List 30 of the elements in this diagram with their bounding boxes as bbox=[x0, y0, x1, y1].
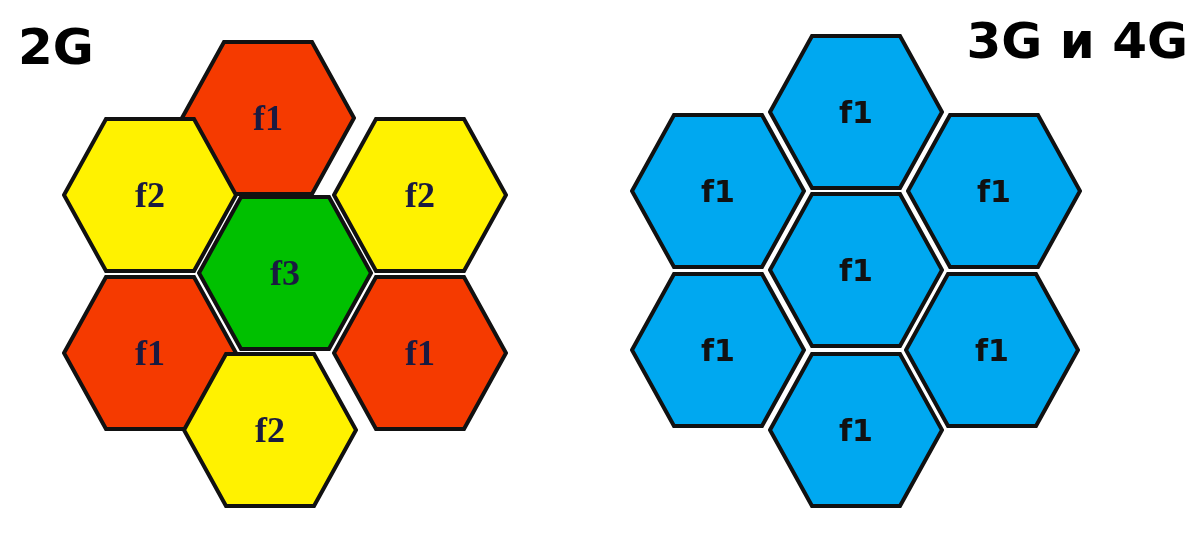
frequency-label: f1 bbox=[839, 252, 873, 288]
frequency-label: f1 bbox=[701, 332, 735, 368]
frequency-label: f1 bbox=[405, 332, 435, 374]
network-generation-title: 2G bbox=[18, 18, 94, 76]
frequency-label: f1 bbox=[839, 412, 873, 448]
frequency-label: f2 bbox=[135, 174, 165, 216]
hexagon-cell bbox=[768, 34, 944, 190]
frequency-label: f2 bbox=[405, 174, 435, 216]
hexagon-cell bbox=[630, 113, 806, 269]
hexagon-cell bbox=[62, 117, 238, 273]
hexagon-cell bbox=[182, 352, 358, 508]
hexagon-cell bbox=[630, 272, 806, 428]
hexagon-cell bbox=[332, 117, 508, 273]
frequency-label: f1 bbox=[701, 173, 735, 209]
frequency-label: f1 bbox=[975, 332, 1009, 368]
network-generation-title: 3G и 4G bbox=[966, 12, 1188, 70]
frequency-label: f1 bbox=[977, 173, 1011, 209]
hexagon-cell bbox=[197, 195, 373, 351]
frequency-label: f3 bbox=[270, 252, 300, 294]
hexagon-cell bbox=[768, 192, 944, 348]
frequency-label: f2 bbox=[255, 409, 285, 451]
hexagon-cell bbox=[332, 275, 508, 431]
hexagon-cell bbox=[768, 352, 944, 508]
hexagon-cell bbox=[180, 40, 356, 196]
frequency-label: f1 bbox=[253, 97, 283, 139]
frequency-label: f1 bbox=[839, 94, 873, 130]
hexagon-cell bbox=[904, 272, 1080, 428]
hexagon-cell bbox=[62, 275, 238, 431]
hexagon-cell bbox=[906, 113, 1082, 269]
frequency-label: f1 bbox=[135, 332, 165, 374]
